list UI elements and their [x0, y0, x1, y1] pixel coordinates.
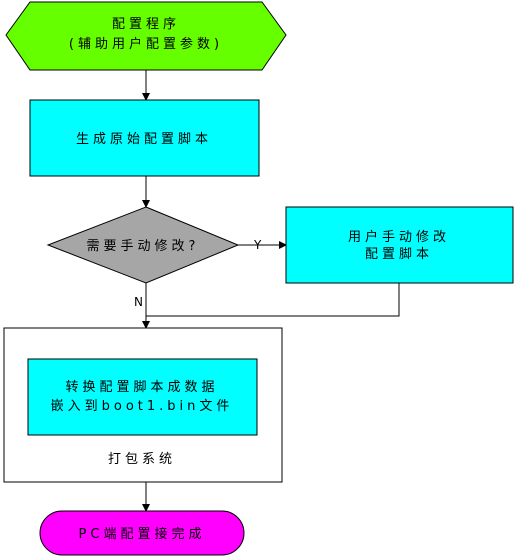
generate-node-label: 生成原始配置脚本: [76, 131, 212, 147]
start-node-shape: [5, 1, 287, 71]
edge-manual-to-merge: [146, 283, 400, 317]
generate-node-shape: [29, 99, 260, 177]
edge-no-label: N: [134, 295, 143, 309]
manual-edit-node-line1: 用户手动修改: [348, 229, 450, 245]
manual-edit-node-line2: 配置脚本: [365, 246, 433, 262]
start-node-title: 配置程序: [112, 17, 180, 32]
convert-node-shape: [27, 358, 258, 436]
convert-node-line1: 转换配置脚本成数据: [65, 379, 218, 395]
convert-node-line2: 嵌入到boot1.bin文件: [51, 399, 234, 414]
package-group-label: 打包系统: [108, 452, 176, 467]
end-node-label: PC端配置接完成: [79, 526, 206, 542]
decision-node-label: 需要手动修改?: [87, 239, 200, 254]
start-node-subtitle: (辅助用户配置参数): [69, 36, 223, 52]
end-node-shape: [39, 510, 245, 556]
edge-yes-label: Y: [253, 238, 262, 252]
manual-edit-node-shape: [285, 206, 514, 284]
